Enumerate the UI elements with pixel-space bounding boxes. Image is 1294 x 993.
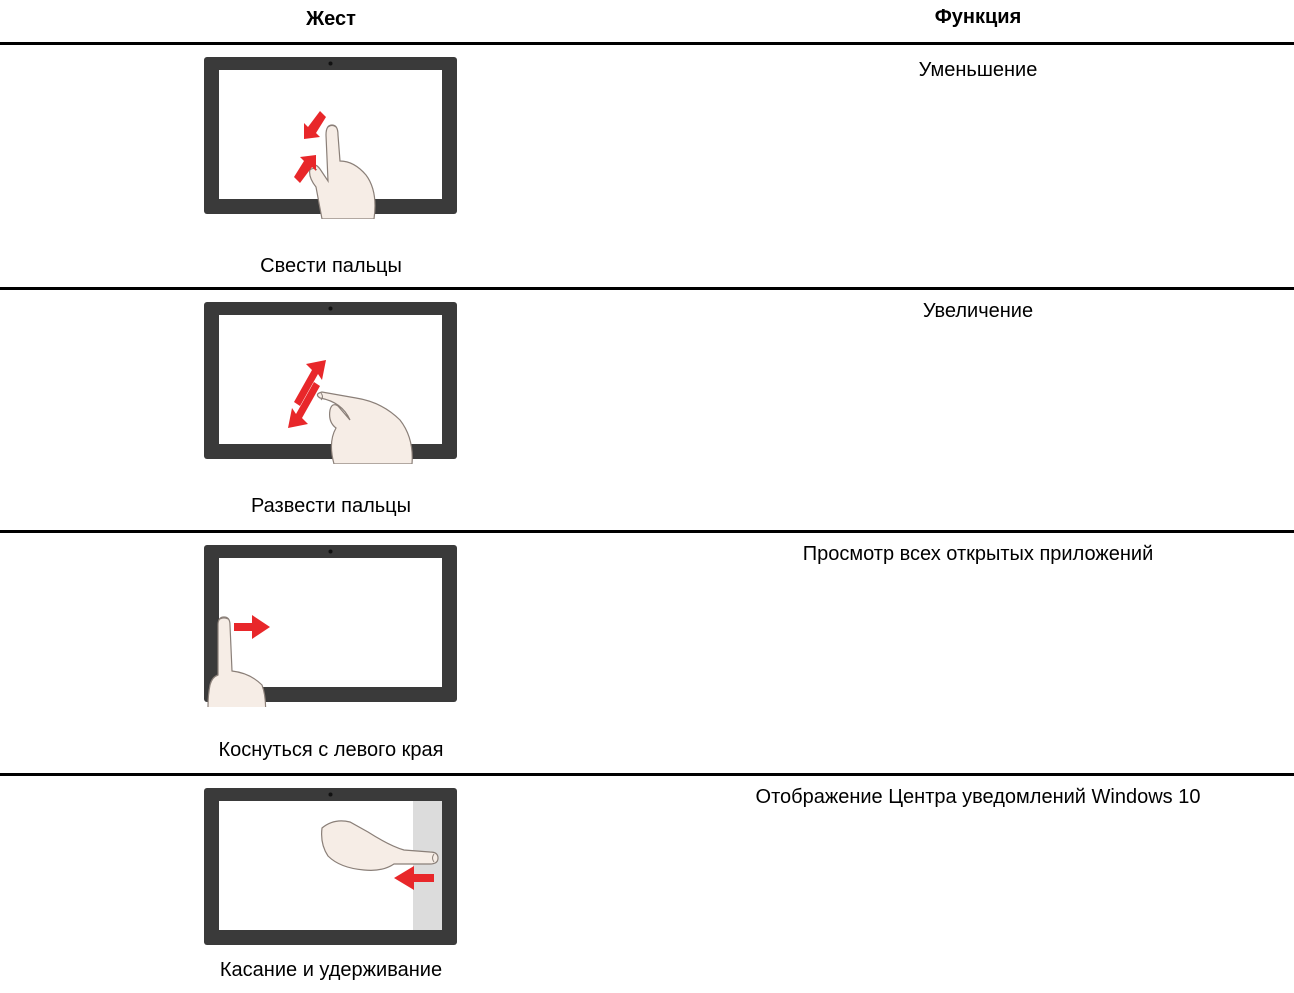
function-text: Увеличение: [922, 300, 1034, 322]
row-divider: [0, 287, 1294, 290]
function-text: Уменьшение: [918, 59, 1038, 81]
header-divider: [0, 42, 1294, 45]
header-function: Функция: [934, 6, 1022, 28]
pinch-out-illustration: [204, 302, 457, 464]
swipe-from-right-illustration: [204, 788, 457, 945]
gesture-label: Свести пальцы: [260, 255, 402, 277]
table-row: Касание и удерживание Отображение Центра…: [0, 776, 1294, 993]
table-row: Коснуться с левого края Просмотр всех от…: [0, 533, 1294, 773]
row-divider: [0, 773, 1294, 776]
table-row: Свести пальцы Уменьшение: [0, 45, 1294, 287]
gesture-label: Коснуться с левого края: [218, 739, 444, 761]
pinch-in-illustration: [204, 57, 457, 219]
table-header: Жест Функция: [0, 0, 1294, 42]
table-row: Развести пальцы Увеличение: [0, 290, 1294, 530]
function-text: Просмотр всех открытых приложений: [802, 543, 1154, 565]
function-text: Отображение Центра уведомлений Windows 1…: [755, 786, 1201, 808]
gesture-label: Развести пальцы: [250, 495, 412, 517]
gesture-label: Касание и удерживание: [219, 959, 443, 981]
row-divider: [0, 530, 1294, 533]
swipe-from-left-illustration: [204, 545, 457, 707]
header-gesture: Жест: [306, 8, 356, 30]
